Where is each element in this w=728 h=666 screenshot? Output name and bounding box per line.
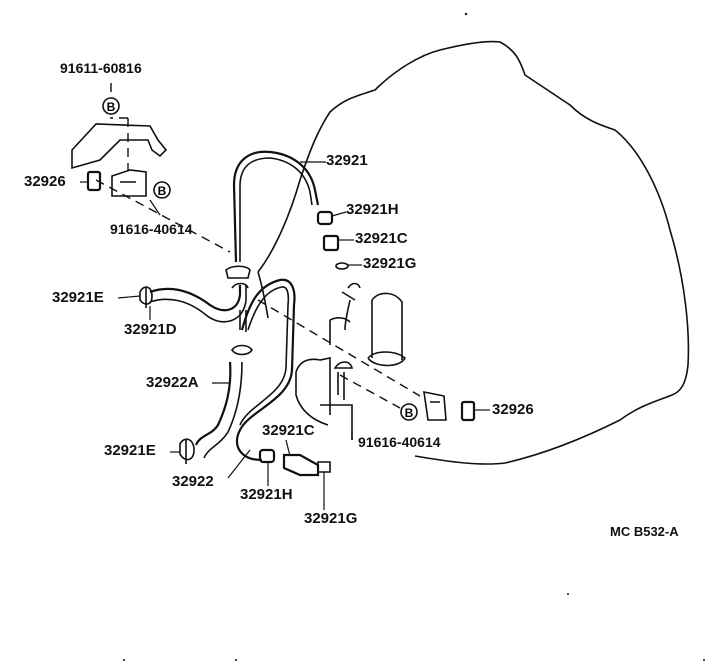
part-label-32921C-top[interactable]: 32921C bbox=[355, 230, 408, 247]
inner-tube-right bbox=[367, 292, 407, 367]
part-label-32926-top[interactable]: 32926 bbox=[24, 173, 66, 190]
part-label-32921H-top[interactable]: 32921H bbox=[346, 201, 399, 218]
dash-line-top-bracket bbox=[110, 117, 129, 170]
bracket-lower bbox=[111, 169, 147, 197]
fitting-32921H-bottom bbox=[258, 448, 276, 464]
clamp-32921E-top bbox=[139, 286, 153, 308]
top-fitting bbox=[341, 282, 361, 301]
speck bbox=[703, 659, 705, 661]
breather-pipe-inner bbox=[239, 286, 290, 426]
bolt-symbol-mid bbox=[153, 181, 171, 199]
part-label-32921G-top[interactable]: 32921G bbox=[363, 255, 417, 272]
part-label-32921D[interactable]: 32921D bbox=[124, 321, 177, 338]
inner-tube-left bbox=[329, 299, 351, 345]
housing-bracket bbox=[295, 357, 353, 440]
part-label-32921[interactable]: 32921 bbox=[326, 152, 368, 169]
hose-lower-stub bbox=[239, 310, 247, 332]
spacer-32926-top bbox=[86, 170, 102, 192]
dash-line-right bbox=[257, 299, 421, 397]
fitting-32921C-top bbox=[322, 234, 340, 252]
dash-line-mid bbox=[95, 179, 231, 253]
part-label-32926-right[interactable]: 32926 bbox=[492, 401, 534, 418]
diagram-code: MC B532-A bbox=[610, 524, 679, 539]
transmission-housing-outline bbox=[257, 40, 690, 465]
breather-pipe bbox=[235, 278, 296, 462]
speck bbox=[464, 12, 468, 16]
hose-32921 bbox=[232, 150, 320, 263]
bolt-letter-top: B bbox=[107, 100, 116, 114]
fitting-32921H-top bbox=[316, 210, 334, 226]
part-label-91616-40614-bottom[interactable]: 91616-40614 bbox=[358, 434, 441, 450]
clamp-32921E-bottom bbox=[179, 438, 195, 464]
speck bbox=[235, 659, 237, 661]
dash-line-right-bolt bbox=[339, 374, 401, 409]
part-label-32921E-top[interactable]: 32921E bbox=[52, 289, 104, 306]
bracket-upper bbox=[71, 123, 168, 170]
bolt-letter-right: B bbox=[405, 406, 414, 420]
part-label-32921G-bottom[interactable]: 32921G bbox=[304, 510, 358, 527]
speck bbox=[123, 659, 125, 661]
sensor-pin bbox=[333, 361, 354, 400]
leader-32921H-top bbox=[331, 211, 347, 217]
hose-32921-outer bbox=[239, 157, 313, 262]
part-label-32922[interactable]: 32922 bbox=[172, 473, 214, 490]
hose-32921D bbox=[149, 285, 242, 312]
leader-32922 bbox=[227, 449, 251, 479]
leader-32921E-top bbox=[117, 295, 141, 299]
fitting-32921G-top bbox=[335, 262, 349, 270]
housing-left-edge bbox=[257, 271, 269, 319]
speck bbox=[567, 593, 569, 595]
hose-end-fitting bbox=[225, 265, 251, 289]
fitting-32921G-bottom bbox=[317, 461, 331, 473]
part-label-32921E-bottom[interactable]: 32921E bbox=[104, 442, 156, 459]
bracket-right bbox=[423, 390, 447, 421]
hose-32922A-outer bbox=[203, 361, 243, 459]
bolt-letter-mid: B bbox=[158, 184, 167, 198]
part-label-32921H-bottom[interactable]: 32921H bbox=[240, 486, 293, 503]
bolt-symbol-top bbox=[102, 97, 120, 115]
leader-32921C-bottom bbox=[285, 439, 291, 457]
part-label-32921C-bottom[interactable]: 32921C bbox=[262, 422, 315, 439]
leader-91616-top bbox=[149, 199, 161, 216]
bolt-symbol-right bbox=[400, 403, 418, 421]
spacer-32926-right bbox=[460, 400, 476, 422]
part-label-91611-60816[interactable]: 91611-60816 bbox=[60, 60, 142, 76]
part-label-91616-40614-top[interactable]: 91616-40614 bbox=[110, 221, 193, 237]
fitting-32921C-bottom bbox=[282, 453, 320, 477]
part-label-32922A[interactable]: 32922A bbox=[146, 374, 199, 391]
clamp-mid bbox=[231, 344, 253, 356]
hose-32921D-outer bbox=[149, 285, 247, 323]
hose-32922A bbox=[194, 361, 232, 446]
